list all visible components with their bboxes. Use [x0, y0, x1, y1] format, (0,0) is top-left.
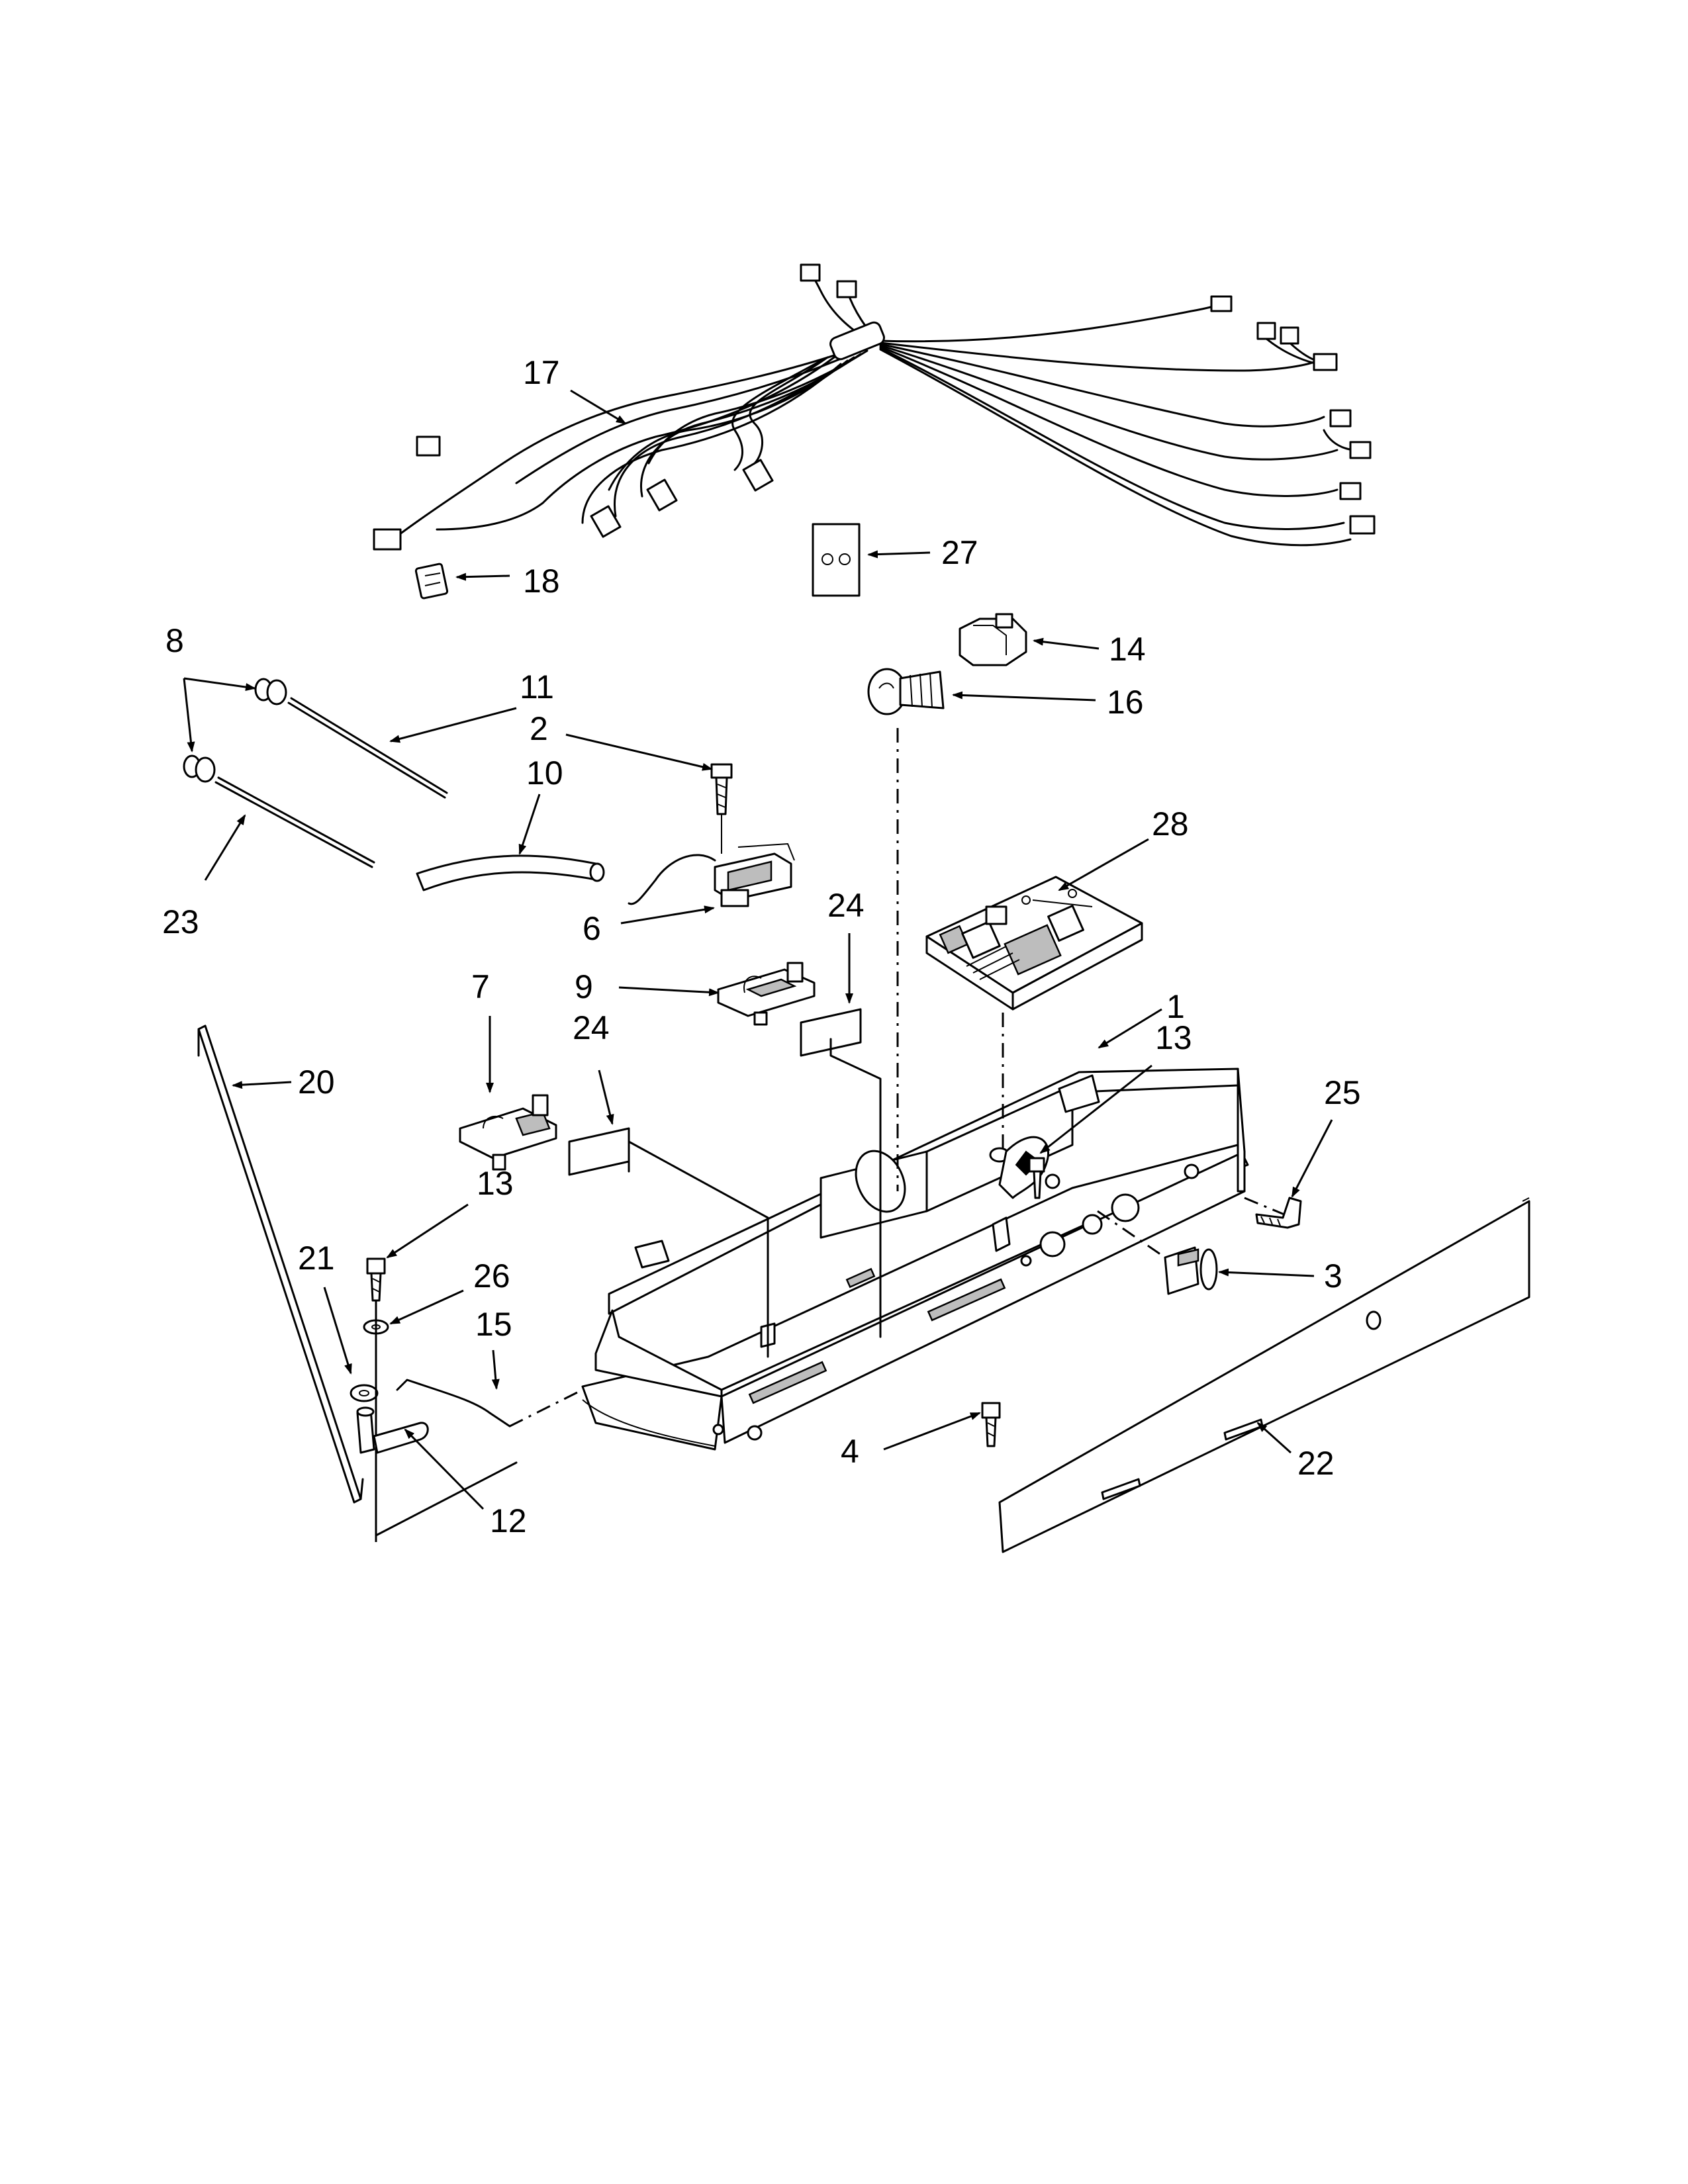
callout-7: 7: [471, 968, 490, 1005]
callout-24: 24: [573, 1009, 610, 1046]
callout-27: 27: [941, 534, 978, 571]
grommet-plate: [812, 523, 861, 597]
lamp-socket: [959, 613, 1027, 666]
callout-25: 25: [1324, 1074, 1361, 1111]
sensor-rod: [287, 697, 448, 799]
light-bulb: [867, 668, 945, 715]
tube: [416, 854, 605, 891]
assembly-line: [1097, 1210, 1166, 1259]
callout-24: 24: [827, 887, 865, 924]
assembly-line: [1244, 1197, 1285, 1216]
callout-labels: 17 18 27 14 16 8 11 2 10 23 6 28 24 9 7 …: [162, 354, 1361, 1539]
control-switch: [628, 842, 795, 907]
washer: [350, 1319, 389, 1402]
callout-16: 16: [1107, 684, 1144, 721]
screw-upper: [989, 1136, 1060, 1199]
wire-lead: [396, 1379, 511, 1428]
leader-line: [829, 1038, 882, 1338]
bracket: [717, 962, 816, 1026]
callout-15: 15: [475, 1306, 512, 1343]
connector-clip: [414, 563, 449, 600]
callout-26: 26: [473, 1257, 510, 1295]
label-sheet: [568, 1008, 862, 1176]
callout-9: 9: [575, 968, 593, 1005]
control-board: [925, 876, 1143, 1011]
leader-line: [628, 1137, 769, 1358]
assembly-line: [509, 1388, 583, 1428]
sensor-rod-lower: [214, 776, 375, 868]
callout-21: 21: [298, 1240, 335, 1277]
callout-13: 13: [1155, 1019, 1192, 1056]
control-housing: [581, 1068, 1249, 1451]
wiring-harness: [373, 263, 1376, 551]
callout-2: 2: [530, 710, 548, 747]
front-panel: [998, 1197, 1530, 1553]
callout-3: 3: [1324, 1257, 1342, 1295]
callout-23: 23: [162, 903, 199, 940]
callout-6: 6: [583, 910, 601, 947]
callout-14: 14: [1109, 631, 1146, 668]
screw-lower: [366, 1257, 386, 1302]
callout-10: 10: [526, 754, 563, 792]
leader-line: [375, 1461, 518, 1537]
switch: [1164, 1246, 1218, 1295]
callout-28: 28: [1152, 805, 1189, 842]
hinge-bracket: [356, 1406, 429, 1454]
callout-arrows: [183, 389, 1333, 1510]
callout-11: 11: [520, 668, 554, 705]
screw-bottom: [981, 1402, 1001, 1447]
screw: [710, 763, 733, 854]
grommet: [183, 678, 287, 783]
callout-8: 8: [165, 622, 184, 659]
callout-22: 22: [1297, 1445, 1335, 1482]
callout-4: 4: [841, 1433, 859, 1470]
callout-20: 20: [298, 1064, 335, 1101]
bracket-small: [459, 1094, 557, 1171]
callout-13: 13: [477, 1165, 514, 1202]
trim-strip: [197, 1024, 364, 1504]
callout-17: 17: [523, 354, 560, 391]
callout-18: 18: [523, 563, 560, 600]
callout-12: 12: [490, 1502, 527, 1539]
harness-connector: [800, 263, 821, 282]
callout-1: 1: [1166, 988, 1185, 1025]
